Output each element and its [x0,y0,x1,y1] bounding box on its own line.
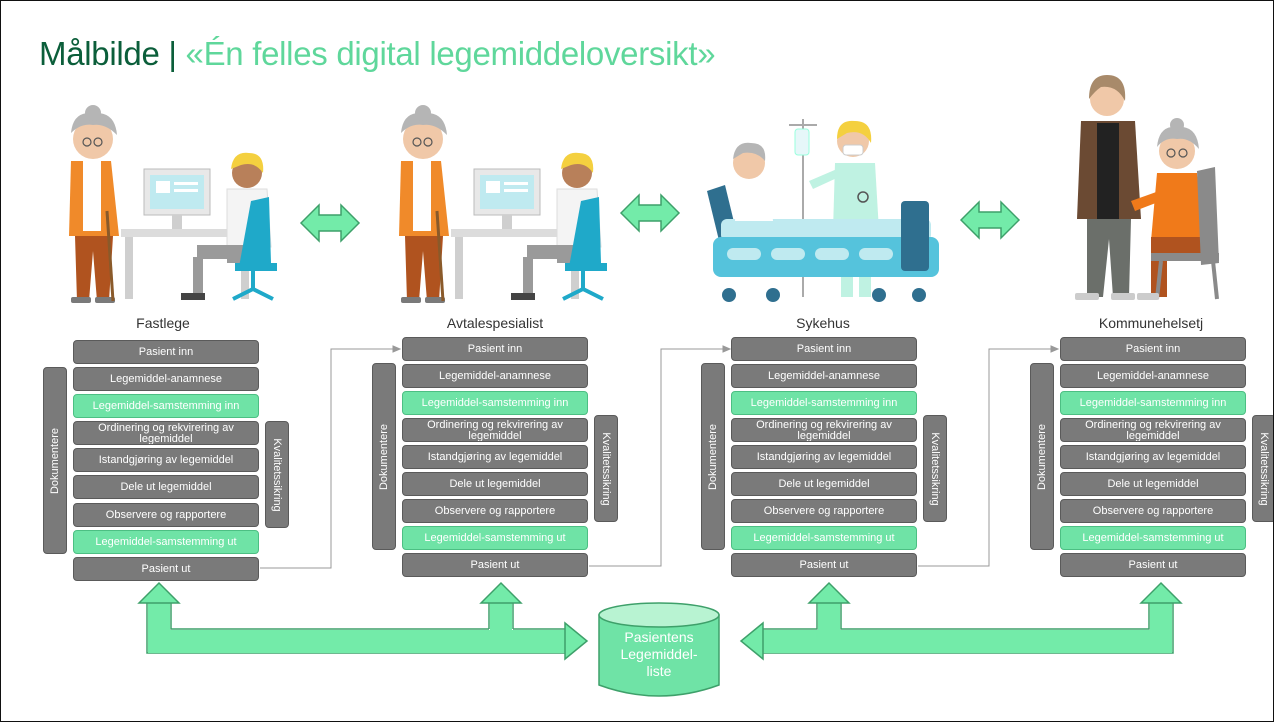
process-column-kommunehelsetjeneste: Pasient inn Legemiddel-anamnese Legemidd… [1060,337,1246,577]
place-label-fastlege: Fastlege [136,315,190,331]
step-samstemming-ut: Legemiddel-samstemming ut [402,526,588,550]
step-samstemming-ut: Legemiddel-samstemming ut [73,530,259,554]
place-label-avtalespesialist: Avtalespesialist [446,315,544,331]
arrow-up-icon [137,581,181,604]
flow-connector [589,348,723,567]
step-pasient-inn: Pasient inn [731,337,917,361]
step-observere: Observere og rapportere [731,499,917,523]
double-arrow-icon [299,203,361,243]
step-legemiddelanamnese: Legemiddel-anamnese [1060,364,1246,388]
documentation-bar: Dokumentere [1030,363,1054,550]
step-ordinering: Ordinering og rekvirering av legemiddel [402,418,588,442]
arrow-up-icon [1139,581,1183,604]
database-label-line3: liste [646,663,672,679]
quality-assurance-bar: Kvalitetssikring [1252,415,1273,522]
process-column-avtalespesialist: Pasient inn Legemiddel-anamnese Legemidd… [402,337,588,577]
database-label-line1: Pasientens [624,629,694,645]
documentation-bar: Dokumentere [372,363,396,550]
flow-connectors [260,345,1060,569]
step-istandgjoring: Istandgjøring av legemiddel [1060,445,1246,469]
double-arrow-icon [619,193,681,233]
step-observere: Observere og rapportere [1060,499,1246,523]
fastlege-illustration [69,105,277,303]
step-samstemming-inn: Legemiddel-samstemming inn [1060,391,1246,415]
arrow-left-icon [739,621,764,661]
step-samstemming-inn: Legemiddel-samstemming inn [731,391,917,415]
step-pasient-inn: Pasient inn [402,337,588,361]
documentation-bar: Dokumentere [43,367,67,554]
title-main: Målbilde [39,35,160,72]
process-column-fastlege: Pasient inn Legemiddel-anamnese Legemidd… [73,340,259,581]
step-dele-ut: Dele ut legemiddel [731,472,917,496]
quality-assurance-bar: Kvalitetssikring [923,415,947,522]
flow-connector [918,348,1051,567]
database-arrow-fill [137,581,1183,661]
step-istandgjoring: Istandgjøring av legemiddel [402,445,588,469]
step-samstemming-ut: Legemiddel-samstemming ut [731,526,917,550]
step-legemiddelanamnese: Legemiddel-anamnese [402,364,588,388]
arrow-up-icon [807,581,851,604]
step-legemiddelanamnese: Legemiddel-anamnese [73,367,259,391]
process-column-sykehus: Pasient inn Legemiddel-anamnese Legemidd… [731,337,917,577]
arrow-up-icon [479,581,523,604]
step-istandgjoring: Istandgjøring av legemiddel [73,448,259,472]
step-samstemming-ut: Legemiddel-samstemming ut [1060,526,1246,550]
avtalespesialist-illustration [399,105,607,303]
quality-assurance-bar: Kvalitetssikring [594,415,618,522]
documentation-bar: Dokumentere [701,363,725,550]
place-label-kommunehelsetjeneste: Kommunehelsetj [1098,315,1204,331]
step-dele-ut: Dele ut legemiddel [402,472,588,496]
step-pasient-ut: Pasient ut [402,553,588,577]
step-ordinering: Ordinering og rekvirering av legemiddel [73,421,259,445]
database-icon [598,602,720,697]
step-pasient-inn: Pasient inn [73,340,259,364]
kommunehelsetjeneste-illustration [1075,75,1219,300]
scene-double-arrows [299,193,1021,243]
step-ordinering: Ordinering og rekvirering av legemiddel [731,418,917,442]
double-arrow-icon [959,200,1021,240]
step-ordinering: Ordinering og rekvirering av legemiddel [1060,418,1246,442]
quality-assurance-bar: Kvalitetssikring [265,421,289,528]
step-samstemming-inn: Legemiddel-samstemming inn [402,391,588,415]
arrow-right-icon [564,621,589,661]
step-pasient-ut: Pasient ut [1060,553,1246,577]
database-label-line2: Legemiddel- [620,646,698,662]
slide-title: Målbilde | «Én felles digital legemiddel… [39,35,716,73]
place-label-sykehus: Sykehus [796,315,850,331]
flow-connector [260,348,393,569]
step-istandgjoring: Istandgjøring av legemiddel [731,445,917,469]
step-pasient-ut: Pasient ut [73,557,259,581]
step-legemiddelanamnese: Legemiddel-anamnese [731,364,917,388]
step-dele-ut: Dele ut legemiddel [73,475,259,499]
title-separator: | [168,35,177,72]
step-observere: Observere og rapportere [73,503,259,527]
title-subtitle: «Én felles digital legemiddeloversikt» [185,35,716,72]
step-dele-ut: Dele ut legemiddel [1060,472,1246,496]
step-pasient-ut: Pasient ut [731,553,917,577]
step-observere: Observere og rapportere [402,499,588,523]
database-label: Pasientens Legemiddel- liste [599,629,719,680]
sykehus-illustration [707,119,939,302]
step-pasient-inn: Pasient inn [1060,337,1246,361]
step-samstemming-inn: Legemiddel-samstemming inn [73,394,259,418]
